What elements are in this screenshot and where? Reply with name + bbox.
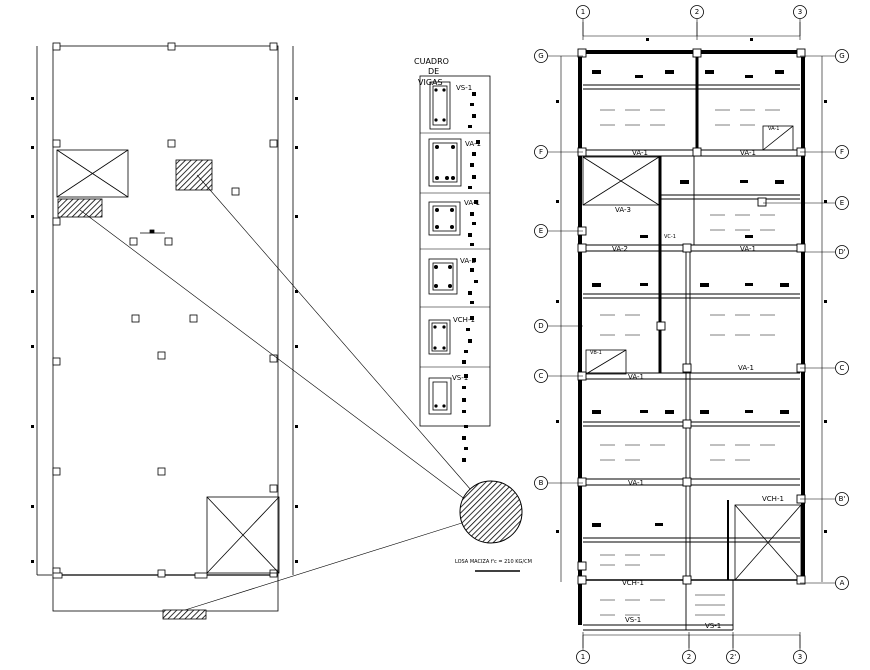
left-opening-2	[206, 496, 280, 574]
beam-label: VA-1	[632, 149, 648, 157]
grid-label-left: E	[539, 227, 543, 235]
grid-bubble-left	[534, 319, 548, 333]
grid-bubble-left	[534, 49, 548, 63]
grid-label-top: 2	[695, 8, 699, 16]
beam-label: VCH-1	[762, 495, 784, 503]
grid-bubble-right	[835, 145, 849, 159]
grid-label-right: D'	[838, 248, 845, 256]
grid-bubble-right	[835, 361, 849, 375]
grid-label-bottom: 2'	[730, 653, 736, 661]
grid-bubble-right	[835, 492, 849, 506]
grid-label-right: A	[840, 579, 845, 587]
grid-bubble-right	[835, 576, 849, 590]
grid-bubble-bottom	[793, 650, 807, 664]
left-columns	[52, 42, 278, 578]
beam-label: VA-2	[612, 245, 628, 253]
grid-bubble-bottom	[576, 650, 590, 664]
beam-label: VA-1	[740, 149, 756, 157]
left-floor-plan	[31, 42, 298, 620]
rebar-marks	[592, 70, 789, 527]
table-row-label-2: VA-1	[465, 140, 481, 148]
slab-lines	[600, 109, 780, 616]
beam-label: VA-1	[628, 479, 644, 487]
grid-label-right: F	[840, 148, 844, 156]
table-row-label-6: VS-1	[452, 374, 468, 382]
grid-bubble-left	[534, 145, 548, 159]
grid-label-left: G	[538, 52, 543, 60]
slab-note: LOSA MACIZA f'c = 210 KG/CM	[455, 559, 532, 565]
grid-label-bottom: 1	[581, 653, 585, 661]
grid-label-left: D	[538, 322, 543, 330]
grid-label-top: 1	[581, 8, 585, 16]
grid-label-left: B	[539, 479, 544, 487]
grid-bubble-left	[534, 369, 548, 383]
grid-label-bottom: 2	[687, 653, 691, 661]
beam-label: VC-1	[664, 234, 676, 240]
slab-detail-circle	[459, 480, 523, 544]
grid-bubble-right	[835, 245, 849, 259]
beam-label: VA-3	[615, 206, 631, 214]
grid-bubble-right	[835, 49, 849, 63]
beam-label: VCH-1	[622, 579, 644, 587]
opening-2	[734, 504, 802, 581]
beam-label: VS-1	[705, 622, 721, 630]
grid-label-right: E	[840, 199, 844, 207]
grid-bubble-bottom	[682, 650, 696, 664]
table-title-1: CUADRO	[414, 57, 449, 66]
beam-label: VB-1	[590, 350, 602, 356]
hatched-patch-3	[162, 609, 207, 620]
grid-bubble-bottom	[726, 650, 740, 664]
grid-label-right: C	[840, 364, 845, 372]
left-opening-1	[56, 149, 129, 198]
table-row-label-1: VS-1	[456, 84, 472, 92]
table-row-label-5: VCH-1	[453, 316, 475, 324]
table-rebar-marks	[462, 92, 480, 462]
grid-bubble-left	[534, 476, 548, 490]
grid-bubble-top	[793, 5, 807, 19]
beam-schedule-table: CUADRO DE VIGAS VS-1 VA-1 VA-1 VA-2 VCH-…	[414, 57, 491, 462]
beam-label: VA-1	[738, 364, 754, 372]
leader-lines	[79, 174, 472, 611]
beam-label: VA-1	[740, 245, 756, 253]
grid-label-left: F	[539, 148, 543, 156]
table-row-label-4: VA-2	[460, 257, 476, 265]
grid-bubble-left	[534, 224, 548, 238]
right-structural-plan: VA-1 VA-1 VA-3 VA-2 VA-1 VA-1 VA-1 VA-1 …	[556, 22, 827, 648]
table-row-label-3: VA-1	[464, 199, 480, 207]
beam-label: VA-1	[768, 126, 779, 132]
grid-label-top: 3	[798, 8, 802, 16]
left-plan-outline	[52, 45, 279, 612]
hatched-patch-2	[57, 198, 103, 218]
grid-label-bottom: 3	[798, 653, 802, 661]
grid-label-left: C	[539, 372, 544, 380]
grid-bubble-right	[835, 196, 849, 210]
beam-label: VS-1	[625, 616, 641, 624]
opening-1	[582, 156, 660, 206]
grid-label-right: G	[839, 52, 844, 60]
beam-label: VA-1	[628, 373, 644, 381]
grid-label-right: B'	[839, 495, 846, 503]
table-title-2: DE	[428, 67, 439, 76]
grid-bubble-top	[576, 5, 590, 19]
grid-bubble-top	[690, 5, 704, 19]
hatched-patch-1	[175, 159, 213, 191]
